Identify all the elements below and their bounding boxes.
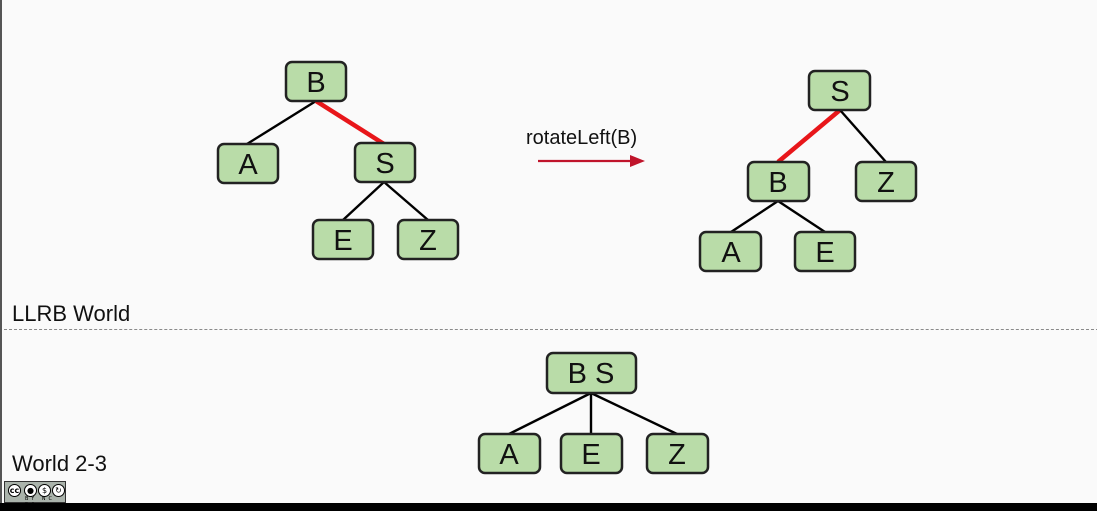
two-three-node-child-2: E <box>559 432 624 475</box>
share-alike-icon: ↻ <box>52 484 65 497</box>
before-node-right-right: Z <box>396 218 460 261</box>
node-label: A <box>721 237 741 269</box>
operation-label: rotateLeft(B) <box>526 127 638 149</box>
before-node-right-left: E <box>311 218 375 261</box>
before-node-root: B <box>284 60 348 103</box>
two-three-world-label: World 2-3 <box>12 451 107 476</box>
node-label: B S <box>568 358 615 390</box>
node-label: Z <box>877 167 895 199</box>
node-label: Z <box>668 439 686 471</box>
before-node-left: A <box>216 142 280 185</box>
node-label: A <box>499 439 519 471</box>
node-label: S <box>375 148 394 180</box>
red-link-s-b <box>776 108 842 164</box>
two-three-node-child-3: Z <box>645 432 710 475</box>
node-label: E <box>581 439 600 471</box>
edge-bs-a <box>508 391 592 436</box>
edge-b-e <box>777 199 826 234</box>
after-node-left-left: A <box>698 230 763 273</box>
edge-s-e <box>342 181 385 221</box>
node-label: E <box>815 237 834 269</box>
before-node-right: S <box>353 141 417 184</box>
cc-logo-icon: cc <box>8 484 21 497</box>
after-node-right: Z <box>854 160 918 203</box>
red-link-b-s <box>314 99 386 146</box>
edge-s-z <box>383 181 429 221</box>
node-label: Z <box>419 225 437 257</box>
edge-bs-z <box>590 391 678 436</box>
edge-s-z <box>839 109 887 163</box>
creative-commons-badge: cc ● $ ↻ BY NC SA <box>4 481 66 508</box>
node-label: B <box>306 67 325 99</box>
world-separator <box>4 329 1097 330</box>
after-node-left: B <box>746 160 811 203</box>
after-node-root: S <box>807 69 872 112</box>
two-three-node-child-1: A <box>477 432 542 475</box>
no-dollar-icon: $ <box>38 484 51 497</box>
node-label: B <box>768 167 787 199</box>
node-label: E <box>333 225 352 257</box>
rotation-arrow <box>538 155 645 167</box>
edge-b-a <box>246 99 317 146</box>
llrb-world-label: LLRB World <box>12 301 131 326</box>
person-icon: ● <box>24 484 37 497</box>
video-bottom-bar <box>0 503 1097 511</box>
edge-b-a <box>730 199 779 234</box>
node-label: A <box>238 149 258 181</box>
node-label: S <box>830 76 849 108</box>
after-node-left-right: E <box>793 230 857 273</box>
two-three-node-root: B S <box>545 351 638 395</box>
